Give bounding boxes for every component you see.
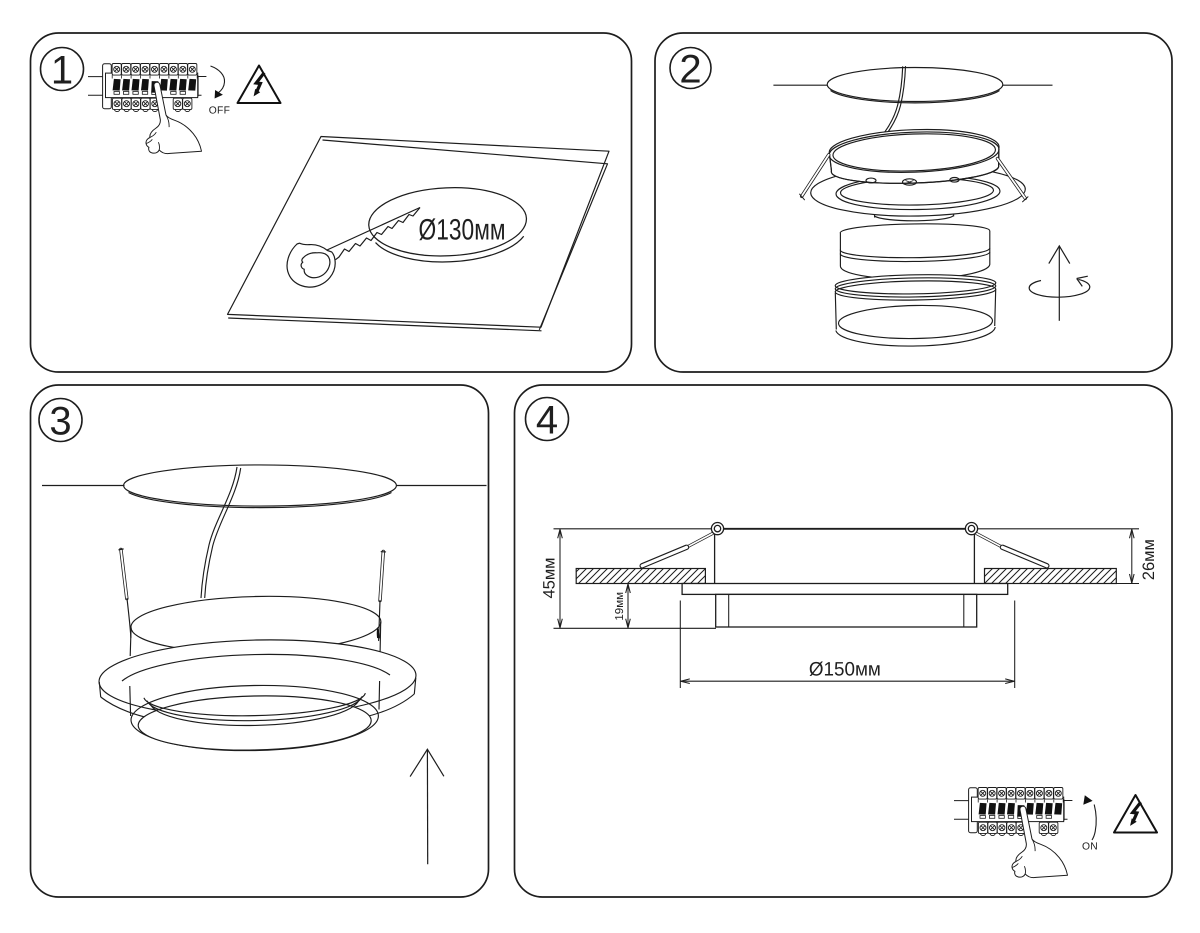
svg-text:26мм: 26мм — [1140, 539, 1158, 580]
svg-text:ON: ON — [1082, 842, 1098, 853]
svg-text:Ø130мм: Ø130мм — [419, 214, 506, 247]
svg-text:1: 1 — [51, 49, 73, 93]
svg-text:45мм: 45мм — [541, 557, 559, 598]
svg-text:4: 4 — [536, 399, 558, 443]
svg-text:Ø150мм: Ø150мм — [809, 659, 881, 681]
svg-text:19мм: 19мм — [614, 592, 626, 621]
svg-text:3: 3 — [49, 400, 71, 444]
svg-text:OFF: OFF — [209, 105, 231, 116]
svg-text:2: 2 — [679, 48, 701, 92]
